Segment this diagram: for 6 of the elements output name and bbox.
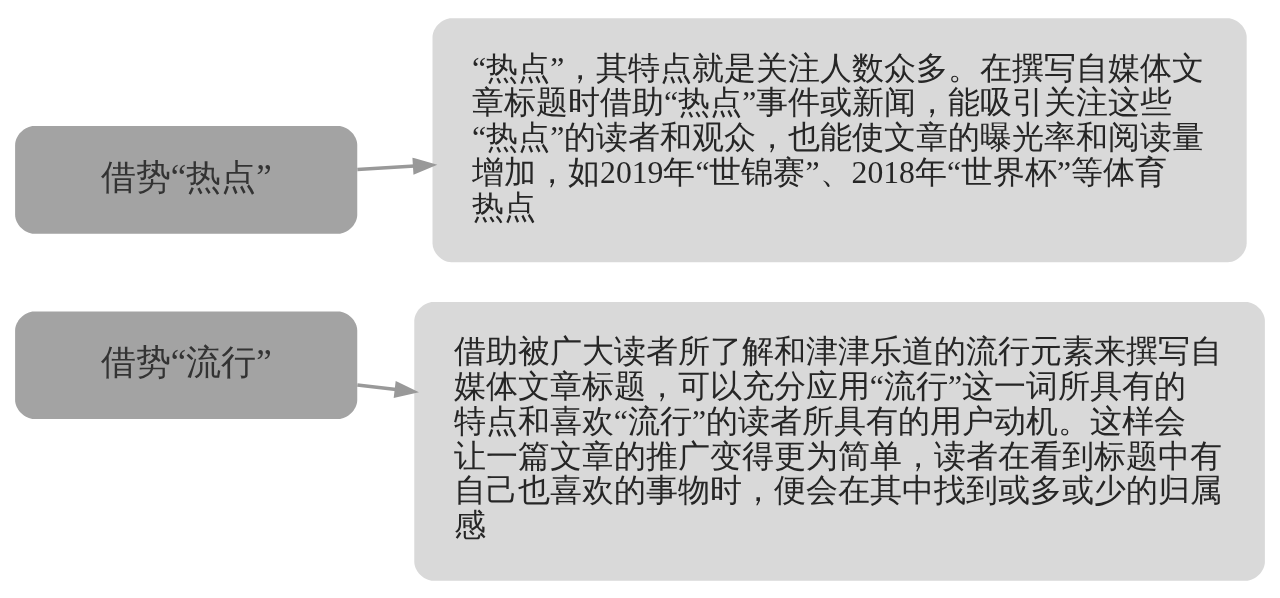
arrow bbox=[357, 157, 438, 175]
node-box: “热点”，其特点就是关注人数众多。在撰写自媒体文章标题时借助“热点”事件或新闻，能吸引关注这些“热点”的读者和观众，也能使文章的曝光率和阅读量增加，如2019年“世锦赛”、2018年“世界杯”等体育热点 bbox=[432, 17, 1247, 262]
node-box: 借助被广大读者所了解和津津乐道的流行元素来撰写自媒体文章标题，可以充分应用“流行”这一词所具有的特点和喜欢“流行”的读者所具有的用户动机。这样会让一篇文章的推广变得更为简单，读者在看到标题中有自己也喜欢的事物时，便会在其中找到或多或少的归属感 bbox=[414, 301, 1265, 581]
node-box: 借势“流行” bbox=[15, 310, 358, 419]
node-box: 借势“热点” bbox=[15, 125, 358, 234]
arrow bbox=[357, 380, 419, 398]
